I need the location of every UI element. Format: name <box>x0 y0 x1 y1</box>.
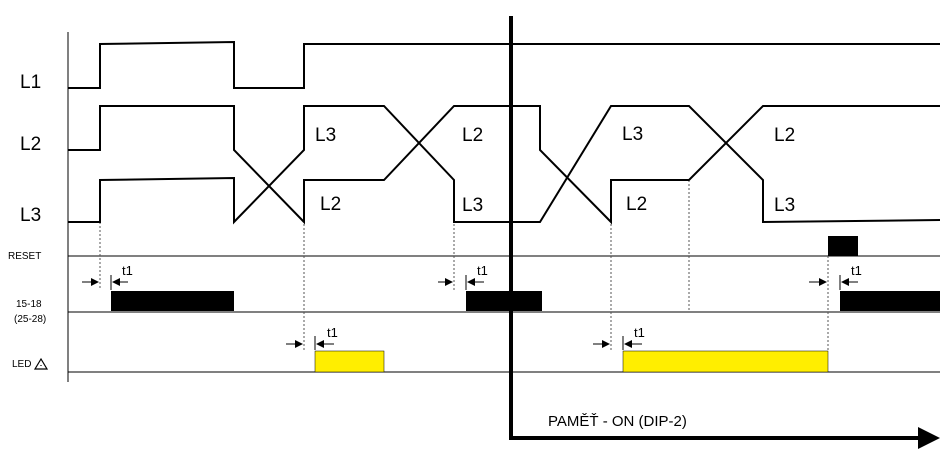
warning-triangle-icon <box>33 357 49 370</box>
row-label-l2: L2 <box>20 134 41 155</box>
led-on-block <box>622 350 829 373</box>
led-output <box>314 350 829 373</box>
t1-label: t1 <box>634 325 645 340</box>
row-label-relay: 15-18 <box>16 299 42 310</box>
reset-pulse <box>828 236 858 256</box>
waveform-label: L2 <box>626 194 647 215</box>
waveform-label: L3 <box>315 125 336 146</box>
delay-marker: t1 <box>809 263 862 290</box>
delay-marker: t1 <box>286 325 338 350</box>
row-label-reset: RESET <box>8 251 41 262</box>
waveform-labels: L3 L2 L2 L3 L3 L2 L2 L3 <box>315 124 795 216</box>
waveform-label: L2 <box>774 125 795 146</box>
row-label-relay-sub: (25-28) <box>14 314 46 325</box>
t1-label: t1 <box>851 263 862 278</box>
t1-label: t1 <box>327 325 338 340</box>
waveform-label: L3 <box>622 124 643 145</box>
trace-l2 <box>68 105 940 225</box>
led-on-block <box>314 350 385 373</box>
trace-l1 <box>68 40 940 89</box>
memory-boundary-line <box>509 16 928 440</box>
row-label-l3: L3 <box>20 205 41 226</box>
t1-label: t1 <box>477 263 488 278</box>
arrow-right-icon <box>918 427 940 449</box>
delay-marker: t1 <box>438 263 488 290</box>
row-label-l1: L1 <box>20 72 41 93</box>
waveform-label: L3 <box>774 195 795 216</box>
relay-output <box>111 291 940 311</box>
memory-label: PAMĚŤ - ON (DIP-2) <box>548 413 687 430</box>
relay-on-block <box>466 291 542 311</box>
trace-l3 <box>68 105 940 225</box>
waveform-label: L2 <box>462 125 483 146</box>
t1-markers: t1 t1 t1 t1 t1 <box>82 263 862 350</box>
waveform-label: L2 <box>320 194 341 215</box>
waveform-label: L3 <box>462 195 483 216</box>
relay-on-block <box>840 291 940 311</box>
row-label-led: LED <box>12 359 31 370</box>
t1-label: t1 <box>122 263 133 278</box>
relay-on-block <box>111 291 234 311</box>
delay-marker: t1 <box>593 325 645 350</box>
delay-marker: t1 <box>82 263 133 290</box>
